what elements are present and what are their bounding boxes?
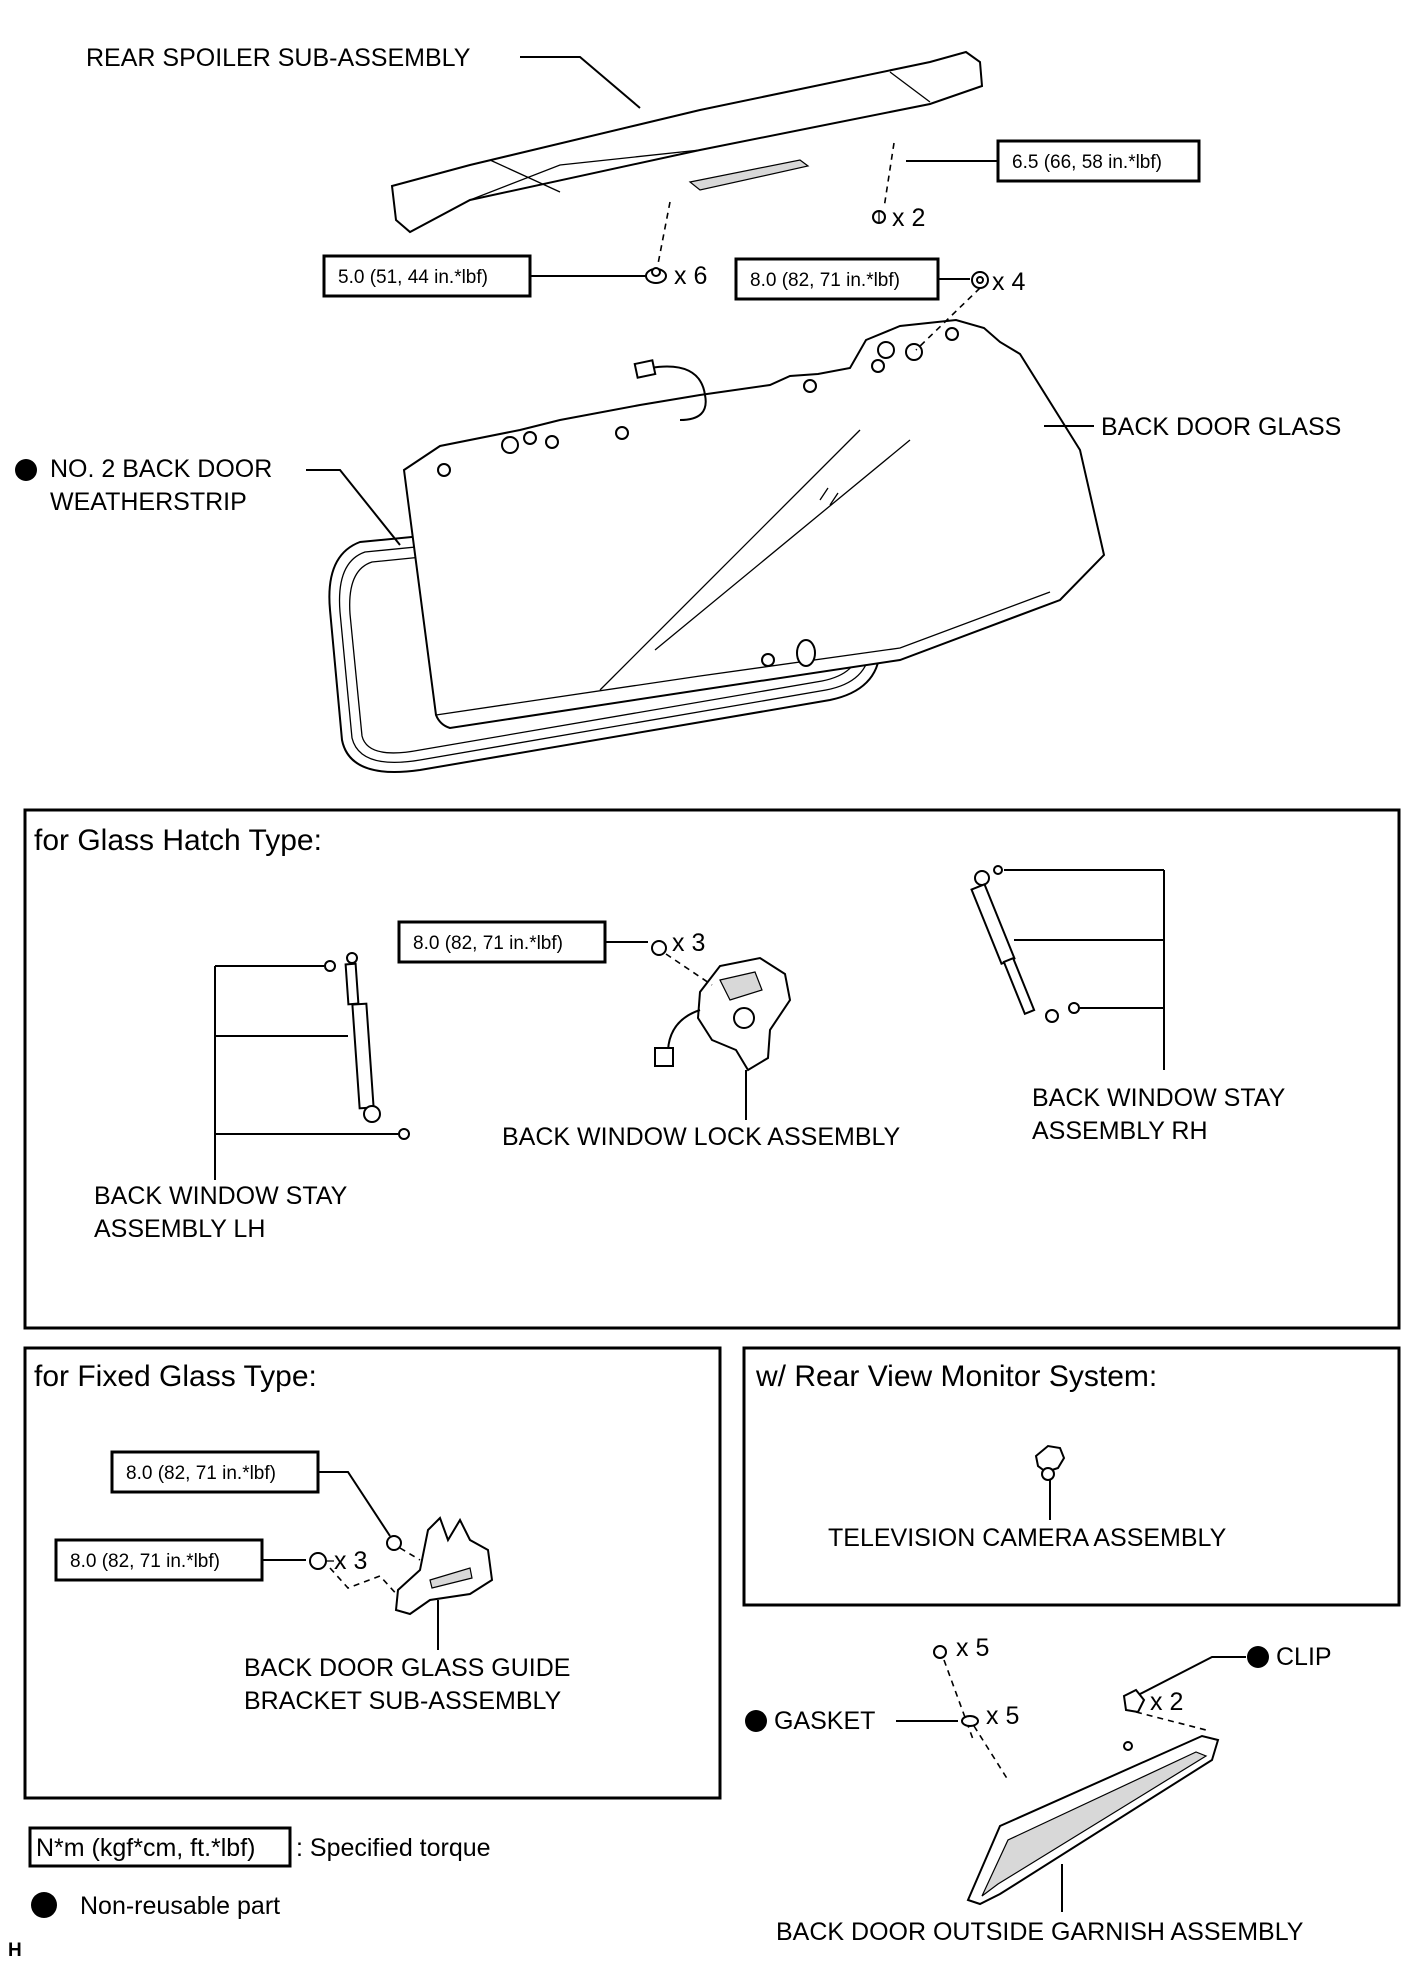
stay-rh-label-line2: ASSEMBLY RH	[1032, 1117, 1208, 1145]
rear-view-panel	[742, 1346, 1401, 1607]
nonreusable-dot-icon	[15, 459, 37, 481]
weatherstrip-label-line1: NO. 2 BACK DOOR	[50, 455, 272, 483]
garnish-label: BACK DOOR OUTSIDE GARNISH ASSEMBLY	[776, 1918, 1304, 1946]
guide-bracket-part	[394, 1516, 494, 1616]
clip-icon	[1122, 1688, 1207, 1731]
rear-spoiler-label: REAR SPOILER SUB-ASSEMBLY	[86, 44, 471, 72]
legend-torque-desc: : Specified torque	[296, 1834, 491, 1862]
garnish-clip-top-icon	[933, 1645, 975, 1743]
bracket-qty: x 3	[334, 1547, 367, 1575]
lock-bolt-icon	[651, 940, 713, 986]
legend-nonreusable-icon	[31, 1892, 57, 1918]
lock-torque-box	[397, 920, 607, 964]
legend-nonreusable-desc: Non-reusable part	[80, 1892, 280, 1920]
tv-camera-part	[1034, 1444, 1066, 1481]
stay-rh-label-line1: BACK WINDOW STAY	[1032, 1084, 1286, 1112]
bracket-upper-torque: 8.0 (82, 71 in.*lbf)	[126, 1463, 276, 1484]
stay-rh-leader	[1004, 869, 1165, 1070]
glass-qty: x 4	[992, 268, 1025, 296]
gasket-nonreusable-icon	[745, 1710, 767, 1732]
fixed-glass-panel	[23, 1346, 722, 1800]
clip-leader	[1139, 1656, 1246, 1695]
stay-rh-part	[970, 865, 1080, 1023]
rear-view-header: w/ Rear View Monitor System:	[755, 1360, 1157, 1393]
back-door-glass-label: BACK DOOR GLASS	[1101, 413, 1341, 441]
lock-torque: 8.0 (82, 71 in.*lbf)	[413, 933, 563, 954]
back-door-glass-part	[402, 318, 1106, 730]
bracket-upper-torque-box	[110, 1450, 320, 1494]
bracket-upper-leader	[318, 1471, 391, 1537]
corner-mark: H	[8, 1940, 22, 1961]
guide-bracket-label-line2: BRACKET SUB-ASSEMBLY	[244, 1687, 562, 1715]
window-lock-part	[654, 956, 792, 1072]
spoiler-upper-qty: x 2	[892, 204, 925, 232]
gasket-label: GASKET	[774, 1707, 875, 1735]
stay-lh-leader	[214, 965, 398, 1180]
weatherstrip-label-line2: WEATHERSTRIP	[50, 488, 247, 516]
bracket-bolt-icon	[309, 1535, 421, 1599]
glass-torque: 8.0 (82, 71 in.*lbf)	[750, 270, 900, 291]
spoiler-upper-screw-icon	[872, 142, 895, 224]
weatherstrip-leader	[306, 469, 401, 546]
rear-spoiler-part	[390, 50, 984, 234]
clip-nonreusable-icon	[1247, 1646, 1269, 1668]
guide-bracket-label-line1: BACK DOOR GLASS GUIDE	[244, 1654, 570, 1682]
spoiler-lower-torque: 5.0 (51, 44 in.*lbf)	[338, 267, 488, 288]
glass-torque-box	[734, 257, 940, 301]
fixed-glass-header: for Fixed Glass Type:	[34, 1360, 317, 1393]
garnish-top-qty: x 5	[956, 1634, 989, 1662]
tv-camera-label: TELEVISION CAMERA ASSEMBLY	[828, 1524, 1227, 1552]
clip-qty: x 2	[1150, 1688, 1183, 1716]
legend-torque-key: N*m (kgf*cm, ft.*lbf)	[36, 1834, 255, 1862]
rear-spoiler-leader	[520, 56, 641, 109]
stay-lh-label-line1: BACK WINDOW STAY	[94, 1182, 348, 1210]
glass-nut-icon	[915, 271, 989, 351]
spoiler-upper-torque-box	[996, 139, 1201, 183]
gasket-icon	[961, 1715, 1009, 1781]
lock-qty: x 3	[672, 929, 705, 957]
bracket-lower-torque: 8.0 (82, 71 in.*lbf)	[70, 1551, 220, 1572]
window-lock-label: BACK WINDOW LOCK ASSEMBLY	[502, 1123, 901, 1151]
legend-torque-box	[28, 1826, 292, 1868]
glass-hatch-panel	[23, 808, 1401, 1330]
spoiler-lower-qty: x 6	[674, 262, 707, 290]
stay-lh-part	[324, 952, 410, 1140]
garnish-part	[966, 1734, 1220, 1906]
spoiler-lower-nut-icon	[645, 201, 671, 284]
glass-harness-icon	[633, 359, 707, 421]
clip-label: CLIP	[1276, 1643, 1332, 1671]
spoiler-lower-torque-box	[322, 254, 532, 298]
spoiler-upper-torque: 6.5 (66, 58 in.*lbf)	[1012, 152, 1162, 173]
glass-hatch-header: for Glass Hatch Type:	[34, 824, 322, 857]
gasket-qty: x 5	[986, 1702, 1019, 1730]
stay-lh-label-line2: ASSEMBLY LH	[94, 1215, 265, 1243]
